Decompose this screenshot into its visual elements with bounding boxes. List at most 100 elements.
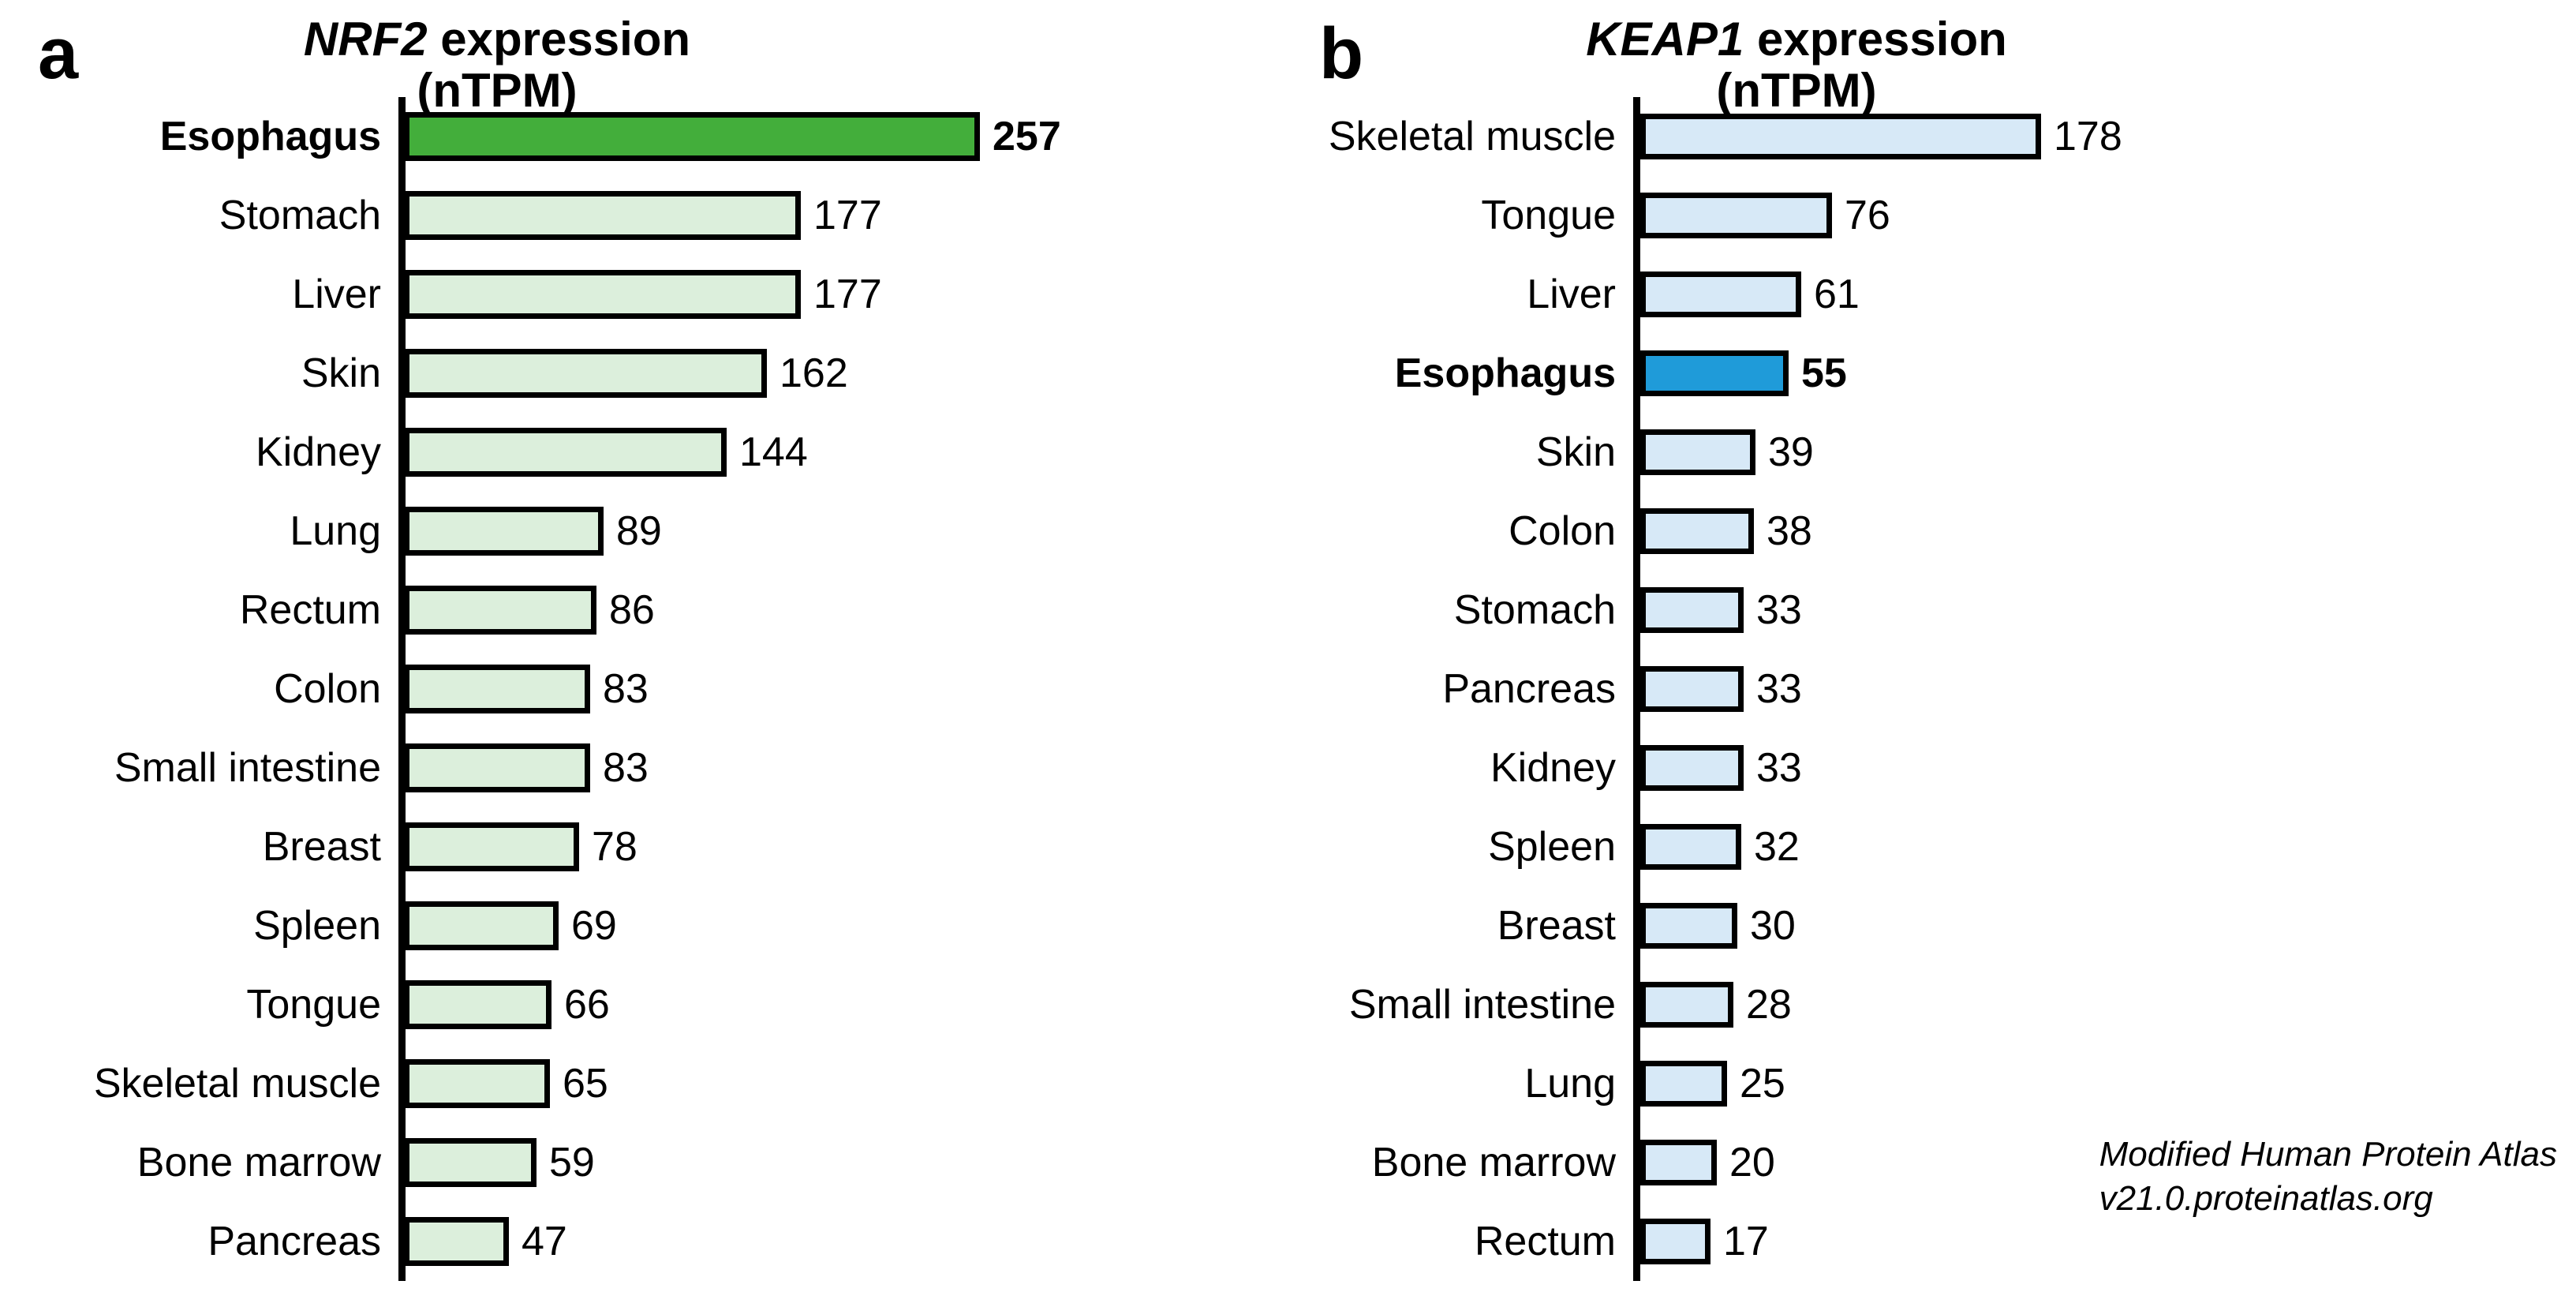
bar: [404, 270, 801, 319]
bar-category-label: Stomach: [219, 193, 381, 238]
bar-zone: 177: [404, 176, 1288, 255]
bar-category-label: Kidney: [1490, 745, 1616, 791]
bar-value-label: 17: [1723, 1219, 1769, 1264]
bar-value-label: 65: [563, 1061, 608, 1107]
bar-value-label: 83: [603, 745, 649, 791]
bar-category-label: Spleen: [253, 903, 381, 949]
bar-category-label: Stomach: [1453, 587, 1616, 633]
bar-row: Stomach 177: [0, 176, 1288, 255]
bar-value-label: 177: [813, 193, 882, 238]
bar-category-label: Skin: [301, 350, 381, 396]
bar-category-label: Rectum: [1474, 1219, 1616, 1264]
panel-b-letter: b: [1319, 13, 1363, 94]
bar-value-label: 144: [739, 429, 808, 475]
bar: [1640, 1219, 1710, 1264]
bar-category-label: Bone marrow: [136, 1140, 381, 1185]
bar-category-label: Small intestine: [114, 745, 381, 791]
bar: [1640, 272, 1801, 317]
bar: [404, 191, 801, 240]
bar-category-label: Breast: [1497, 903, 1616, 949]
panel-b-gene-name: KEAP1: [1586, 13, 1744, 66]
bar: [404, 586, 596, 635]
bar-category-label: Kidney: [256, 429, 381, 475]
bar-zone: 55: [1640, 334, 2576, 413]
panel-a-title-rest: expression: [427, 13, 691, 66]
bar-zone: 33: [1640, 571, 2576, 650]
bar-category-label: Spleen: [1488, 824, 1616, 870]
bar-value-label: 76: [1845, 193, 1890, 238]
bar-row: Breast 78: [0, 807, 1288, 886]
bar: [1640, 1140, 1717, 1185]
bar-value-label: 47: [522, 1219, 567, 1264]
bar-zone: 144: [404, 413, 1288, 492]
bar-zone: 162: [404, 334, 1288, 413]
bar-zone: 178: [1640, 97, 2576, 176]
bar-value-label: 30: [1750, 903, 1796, 949]
bar: [1640, 745, 1744, 791]
bar-zone: 30: [1640, 886, 2576, 965]
bar-category-label: Colon: [1509, 508, 1616, 554]
bar-category-label: Small intestine: [1348, 982, 1616, 1028]
panel-a-letter: a: [38, 13, 78, 94]
bar: [404, 901, 559, 950]
bar-category-label: Lung: [1524, 1061, 1616, 1107]
bar-category-label: Breast: [262, 824, 381, 870]
bar: [1640, 193, 1832, 238]
bar-row: Bone marrow 20: [1288, 1123, 2576, 1202]
bar: [1640, 903, 1737, 949]
bar-row: Small intestine 28: [1288, 965, 2576, 1044]
bar-zone: 177: [404, 255, 1288, 334]
bar-value-label: 59: [549, 1140, 595, 1185]
bar-category-label: Esophagus: [159, 114, 381, 159]
panel-a-axis-spine: [398, 97, 406, 1281]
panel-b-title-rest: expression: [1744, 13, 2007, 66]
bar-zone: 17: [1640, 1202, 2576, 1281]
bar-row: Breast 30: [1288, 886, 2576, 965]
bar: [1640, 982, 1733, 1028]
bar: [404, 665, 590, 713]
bar-value-label: 61: [1814, 272, 1860, 317]
bar: [404, 1217, 509, 1266]
bar-row: Stomach 33: [1288, 571, 2576, 650]
panel-b-keap1: b KEAP1 expression (nTPM) Skeletal muscl…: [1288, 0, 2576, 1292]
panel-a-title-unit: (nTPM): [417, 63, 578, 117]
bar-zone: 47: [404, 1202, 1288, 1281]
bar-category-label: Tongue: [1481, 193, 1616, 238]
bar: [404, 428, 727, 477]
source-credit: Modified Human Protein Atlas v21.0.prote…: [2099, 1135, 2557, 1219]
bar-zone: 257: [404, 97, 1288, 176]
bar-category-label: Liver: [1527, 272, 1616, 317]
bar-category-label: Esophagus: [1394, 350, 1616, 396]
bar-row: Tongue 76: [1288, 176, 2576, 255]
bar: [1640, 350, 1789, 396]
bar-row: Esophagus 55: [1288, 334, 2576, 413]
bar-value-label: 28: [1746, 982, 1792, 1028]
bar-zone: 59: [404, 1123, 1288, 1202]
bar-category-label: Pancreas: [1442, 666, 1616, 712]
bar-zone: 20: [1640, 1123, 2576, 1202]
bar-value-label: 89: [616, 508, 662, 554]
bar-row: Liver 61: [1288, 255, 2576, 334]
bar-value-label: 55: [1801, 350, 1847, 396]
bar: [1640, 114, 2041, 159]
bar-value-label: 83: [603, 666, 649, 712]
bar-category-label: Bone marrow: [1371, 1140, 1616, 1185]
panel-b-axis-spine: [1633, 97, 1640, 1281]
bar-zone: 89: [404, 492, 1288, 571]
bar-value-label: 33: [1756, 587, 1802, 633]
bar-zone: 78: [404, 807, 1288, 886]
bar-category-label: Skeletal muscle: [93, 1061, 381, 1107]
bar-value-label: 20: [1729, 1140, 1775, 1185]
bar-category-label: Skin: [1535, 429, 1616, 475]
